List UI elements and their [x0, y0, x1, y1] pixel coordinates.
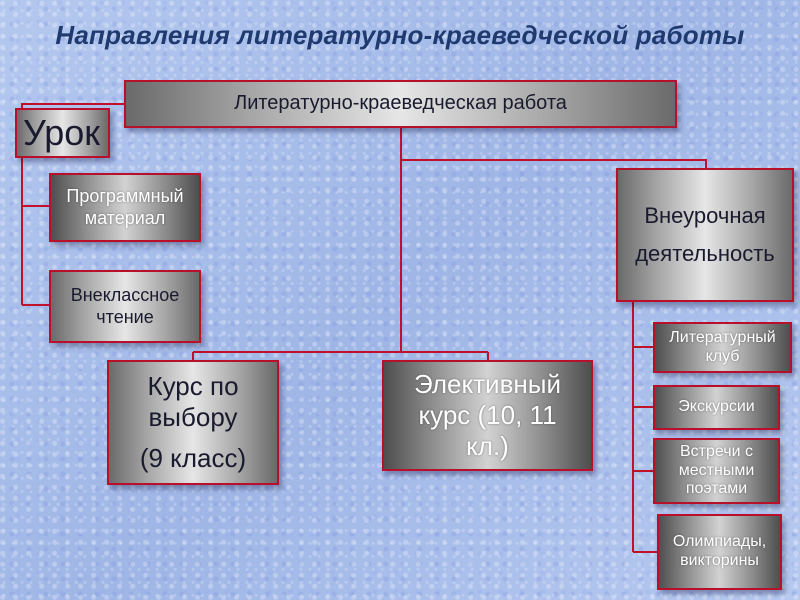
- literary-club-node: Литературный клуб: [653, 322, 792, 373]
- extracurricular-line-2: деятельность: [635, 241, 775, 266]
- program-material-node: Программный материал: [49, 173, 201, 242]
- lesson-node: Урок: [15, 108, 110, 158]
- extra-reading-line-2: чтение: [96, 306, 154, 327]
- elective-choice-node: Курс по выбору (9 класс): [107, 360, 279, 485]
- literary-club-line-1: Литературный: [669, 328, 776, 346]
- root-label: Литературно-краеведческая работа: [234, 92, 567, 115]
- root-node: Литературно-краеведческая работа: [124, 80, 677, 128]
- extra-reading-node: Внеклассное чтение: [49, 270, 201, 343]
- meetings-line-3: поэтами: [685, 480, 748, 498]
- olympiads-line-1: Олимпиады,: [672, 533, 767, 551]
- extracurricular-line-1: Внеурочная: [644, 203, 766, 229]
- olympiads-line-2: викторины: [680, 552, 759, 569]
- extra-reading-line-1: Внеклассное: [70, 285, 180, 306]
- olympiads-node: Олимпиады, викторины: [657, 514, 782, 590]
- elective-course-node: Элективный курс (10, 11 кл.): [382, 360, 593, 471]
- diagram-title: Направления литературно-краеведческой ра…: [55, 20, 745, 50]
- program-material-line-2: материал: [84, 207, 166, 228]
- literary-club-line-2: клуб: [705, 347, 740, 365]
- meetings-line-2: местными: [678, 461, 755, 479]
- excursions-node: Экскурсии: [653, 385, 780, 430]
- elective-choice-line-2: выбору: [148, 402, 238, 433]
- excursions-label: Экскурсии: [678, 398, 755, 416]
- extracurricular-node: Внеурочная деятельность: [616, 168, 794, 302]
- elective-choice-line-3: (9 класс): [139, 442, 247, 473]
- elective-choice-line-1: Курс по: [147, 371, 239, 402]
- elective-course-line-3: кл.): [466, 430, 509, 461]
- meetings-node: Встречи с местными поэтами: [653, 438, 780, 504]
- lesson-label: Урок: [23, 111, 101, 153]
- program-material-line-1: Программный: [66, 186, 184, 207]
- elective-course-line-1: Элективный: [414, 369, 561, 400]
- elective-course-line-2: курс (10, 11: [418, 400, 557, 431]
- meetings-line-1: Встречи с: [680, 442, 753, 460]
